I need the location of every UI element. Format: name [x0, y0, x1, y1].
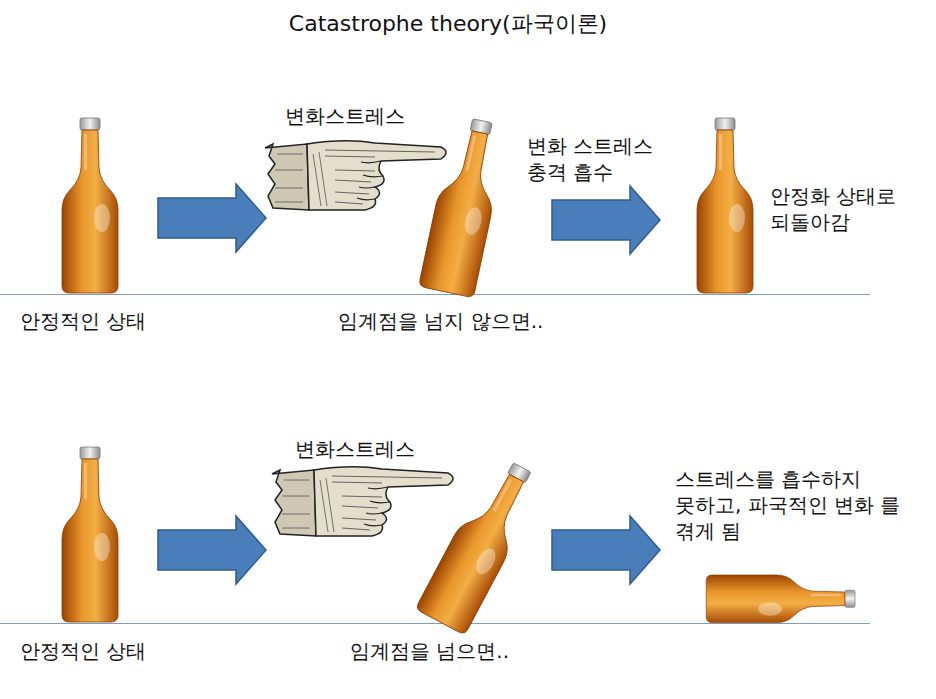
block-arrow [552, 516, 660, 584]
block-arrow [552, 186, 660, 254]
state-caption: 안정적인 상태 [20, 308, 146, 334]
diagram-title: Catastrophe theory(파국이론) [0, 10, 896, 39]
ground-line [0, 294, 870, 295]
tilted-bottle [415, 454, 547, 635]
stress-label: 변화스트레스 [295, 436, 415, 462]
bottle [697, 118, 753, 293]
state-caption: 안정적인 상태 [20, 638, 146, 664]
bottle [62, 447, 118, 622]
bottle [62, 118, 118, 293]
tilted-bottle [419, 115, 510, 298]
result-note: 안정화 상태로 되돌아감 [770, 183, 920, 235]
fallen-bottle [706, 575, 855, 623]
threshold-caption: 임계점을 넘으면.. [350, 638, 509, 664]
threshold-caption: 임계점을 넘지 않으면.. [338, 308, 543, 334]
result-note: 스트레스를 흡수하지 못하고, 파국적인 변화 를 겪게 됨 [675, 466, 925, 544]
block-arrow [158, 184, 266, 252]
block-arrow [158, 516, 266, 584]
absorb-note: 변화 스트레스 충격 흡수 [527, 133, 677, 185]
ground-line [0, 623, 870, 624]
pointing-hand [265, 141, 446, 210]
stress-label: 변화스트레스 [285, 103, 405, 129]
pointing-hand [272, 467, 453, 536]
